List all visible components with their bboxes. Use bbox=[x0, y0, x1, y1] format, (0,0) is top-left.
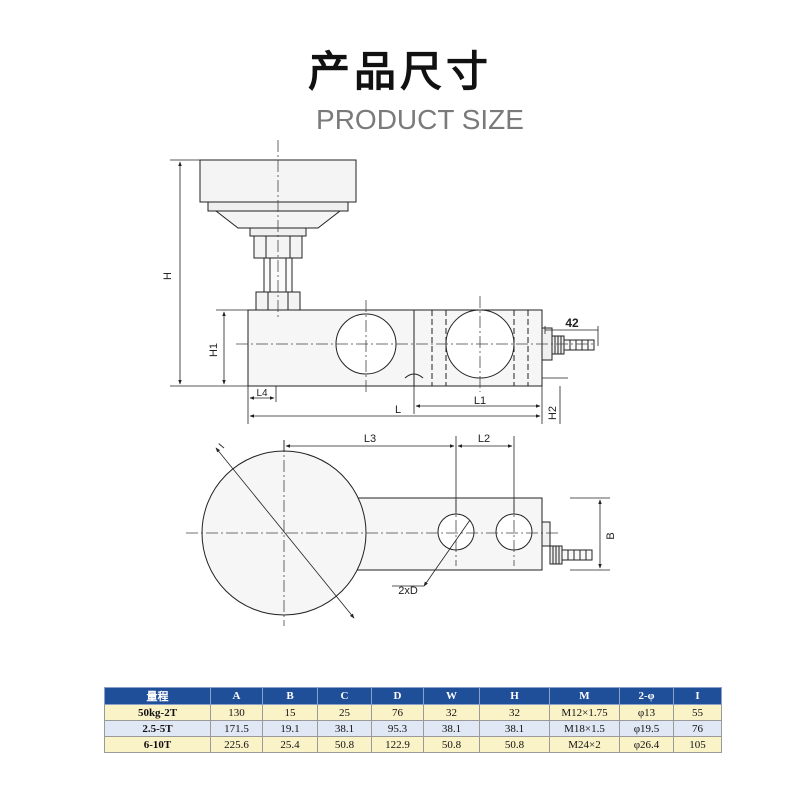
table-row: 6-10T 225.6 25.4 50.8 122.9 50.8 50.8 M2… bbox=[104, 736, 722, 753]
table-row: 2.5-5T 171.5 19.1 38.1 95.3 38.1 38.1 M1… bbox=[104, 720, 722, 737]
spec-table: 量程 A B C D W H M 2-φ I 50kg-2T 130 15 25… bbox=[104, 687, 722, 753]
table-cell: 25 bbox=[317, 704, 372, 721]
table-cell: φ26.4 bbox=[619, 736, 674, 753]
table-header: W bbox=[423, 687, 480, 705]
dim-label-diameter: I bbox=[217, 442, 227, 451]
top-dimension-labels: L3 L2 B I 2xD bbox=[217, 433, 617, 597]
table-header: H bbox=[479, 687, 550, 705]
dim-label-L2: L2 bbox=[478, 433, 490, 445]
page-subtitle: PRODUCT SIZE bbox=[316, 104, 524, 135]
table-cell: 38.1 bbox=[317, 720, 372, 737]
table-header: 量程 bbox=[104, 687, 211, 705]
table-cell: 32 bbox=[479, 704, 550, 721]
table-cell: 2.5-5T bbox=[104, 720, 211, 737]
table-cell: φ19.5 bbox=[619, 720, 674, 737]
table-cell: 95.3 bbox=[371, 720, 424, 737]
table-cell: φ13 bbox=[619, 704, 674, 721]
dimensions-side bbox=[170, 159, 599, 424]
side-view: H H1 L4 L L1 H2 42 bbox=[162, 140, 599, 424]
table-cell: 122.9 bbox=[371, 736, 424, 753]
dim-label-holes: 2xD bbox=[398, 585, 418, 597]
top-view: L3 L2 B I 2xD bbox=[186, 433, 617, 626]
table-cell: 50kg-2T bbox=[104, 704, 211, 721]
table-cell: 25.4 bbox=[262, 736, 318, 753]
table-cell: 105 bbox=[673, 736, 722, 753]
table-header: C bbox=[317, 687, 372, 705]
dimensions-top bbox=[215, 436, 610, 619]
table-header: I bbox=[673, 687, 722, 705]
side-dimension-labels: H H1 L4 L L1 H2 42 bbox=[162, 272, 579, 420]
table-header-row: 量程 A B C D W H M 2-φ I bbox=[104, 687, 722, 705]
dim-label-H1: H1 bbox=[208, 343, 220, 357]
table-cell: 130 bbox=[210, 704, 263, 721]
cable-gland-side bbox=[551, 335, 595, 355]
table-cell: 19.1 bbox=[262, 720, 318, 737]
table-header: M bbox=[549, 687, 620, 705]
table-cell: 50.8 bbox=[479, 736, 550, 753]
center-lines-side bbox=[236, 140, 594, 392]
dim-label-L4: L4 bbox=[256, 388, 268, 399]
cable-gland-top bbox=[549, 545, 593, 565]
table-cell: M12×1.75 bbox=[549, 704, 620, 721]
table-cell: 55 bbox=[673, 704, 722, 721]
table-cell: 15 bbox=[262, 704, 318, 721]
dim-label-B: B bbox=[605, 532, 617, 539]
mounting-foot bbox=[199, 159, 357, 237]
table-cell: M18×1.5 bbox=[549, 720, 620, 737]
dim-label-H2: H2 bbox=[547, 406, 559, 420]
table-cell: 225.6 bbox=[210, 736, 263, 753]
table-cell: 50.8 bbox=[423, 736, 480, 753]
table-cell: 76 bbox=[673, 720, 722, 737]
table-cell: 38.1 bbox=[423, 720, 480, 737]
dim-label-L: L bbox=[395, 404, 401, 416]
page-title: 产品尺寸 bbox=[307, 47, 492, 96]
table-cell: 32 bbox=[423, 704, 480, 721]
table-header: 2-φ bbox=[619, 687, 674, 705]
table-cell: 50.8 bbox=[317, 736, 372, 753]
sensor-body-side bbox=[247, 309, 553, 387]
table-cell: 171.5 bbox=[210, 720, 263, 737]
dim-label-42: 42 bbox=[565, 316, 579, 330]
table-header: A bbox=[210, 687, 263, 705]
table-row: 50kg-2T 130 15 25 76 32 32 M12×1.75 φ13 … bbox=[104, 704, 722, 721]
table-cell: M24×2 bbox=[549, 736, 620, 753]
table-cell: 38.1 bbox=[479, 720, 550, 737]
table-cell: 76 bbox=[371, 704, 424, 721]
table-header: D bbox=[371, 687, 424, 705]
dim-label-L3: L3 bbox=[364, 433, 376, 445]
dim-label-H: H bbox=[162, 272, 174, 280]
table-header: B bbox=[262, 687, 318, 705]
table-cell: 6-10T bbox=[104, 736, 211, 753]
dim-label-L1: L1 bbox=[474, 395, 486, 407]
